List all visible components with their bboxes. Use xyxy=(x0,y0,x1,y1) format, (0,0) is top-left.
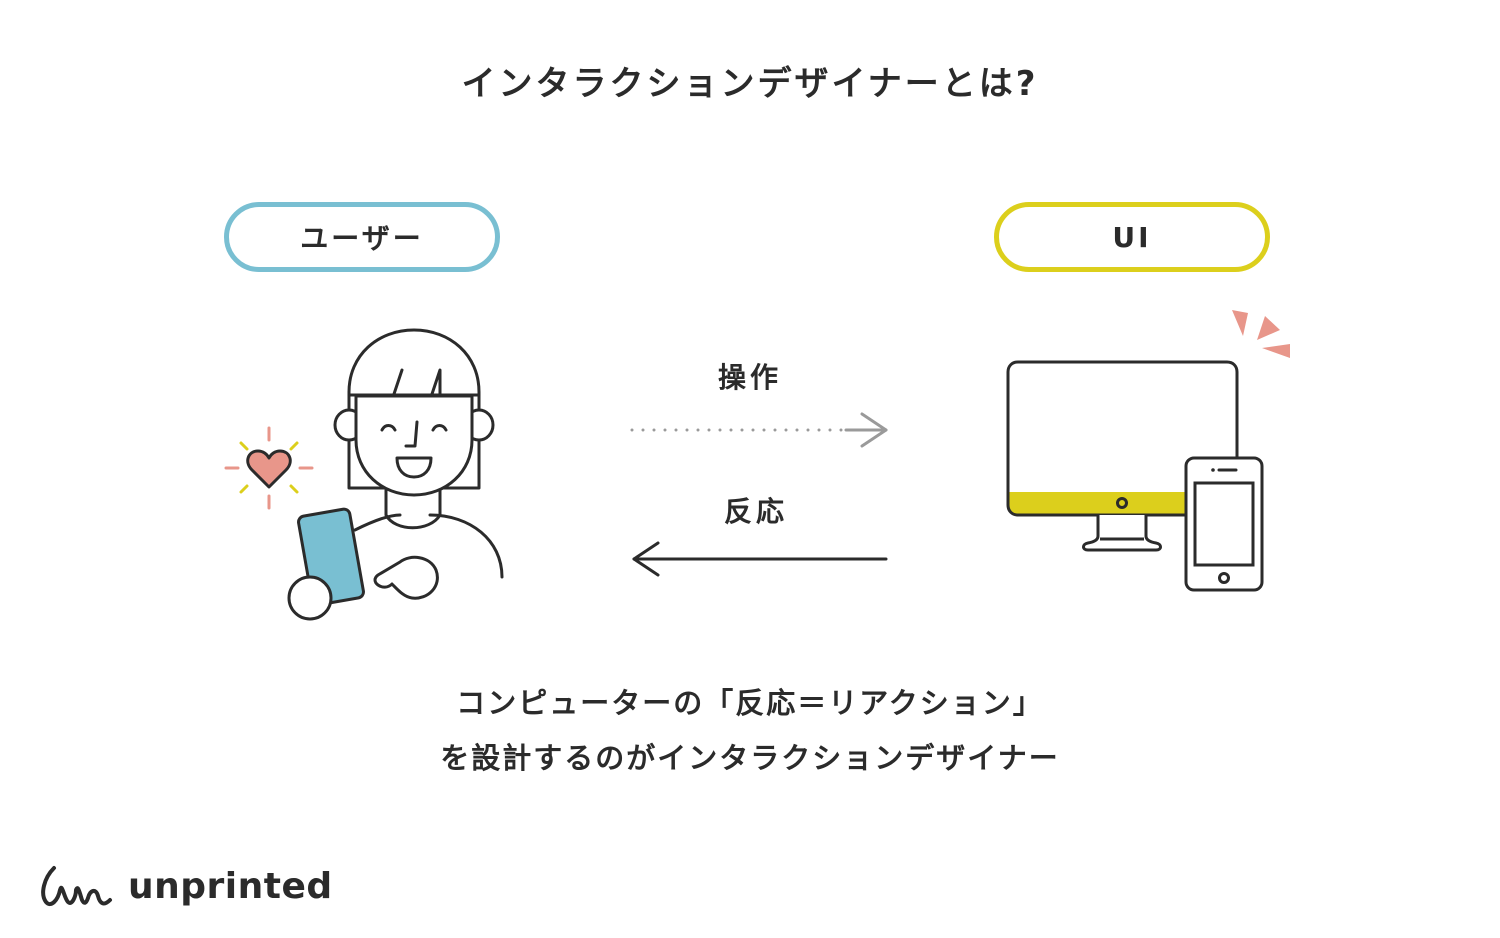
notification-burst-icon xyxy=(1232,310,1290,358)
reaction-arrow xyxy=(632,541,888,577)
operation-label: 操作 xyxy=(717,361,782,394)
ui-pill: UI xyxy=(994,202,1270,272)
caption-line-1: コンピューターの「反応＝リアクション」 xyxy=(456,686,1044,720)
operation-arrow xyxy=(630,412,888,448)
brand-logo: unprinted xyxy=(38,860,333,912)
smartphone-icon xyxy=(1184,456,1264,592)
sparkle-icon xyxy=(224,426,314,510)
logo-mark-icon xyxy=(41,866,112,907)
ui-pill-label: UI xyxy=(1112,220,1152,254)
user-pill: ユーザー xyxy=(224,202,500,272)
hand-icon xyxy=(287,575,333,621)
caption-line-2: を設計するのがインタラクションデザイナー xyxy=(440,741,1060,775)
reaction-label: 反応 xyxy=(723,495,788,528)
monitor-icon xyxy=(1006,360,1239,552)
logo-text: unprinted xyxy=(128,865,333,907)
pointing-hand-icon xyxy=(373,555,439,600)
page-title: インタラクションデザイナーとは? xyxy=(461,64,1039,104)
user-person-icon xyxy=(333,328,504,579)
heart-icon xyxy=(246,449,292,489)
user-pill-label: ユーザー xyxy=(300,222,424,255)
